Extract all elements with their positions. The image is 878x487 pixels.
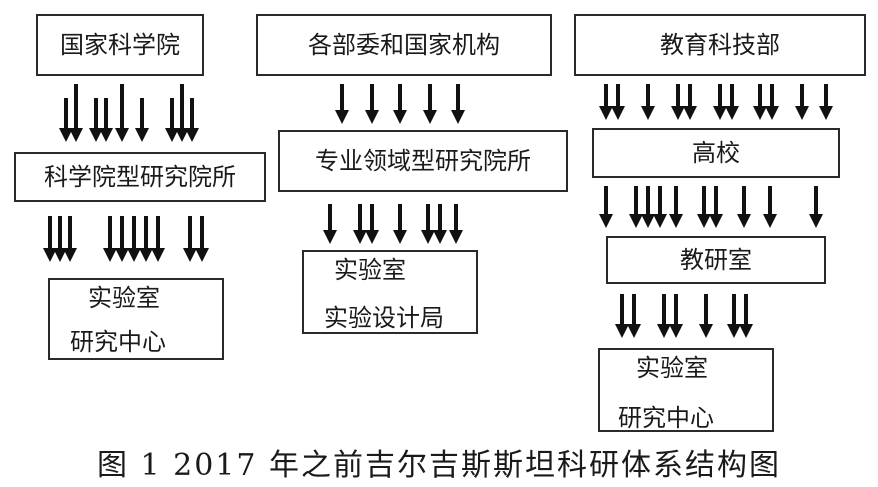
arrow-ministries-to-specialized bbox=[335, 84, 349, 124]
arrow-ministries-to-specialized bbox=[393, 84, 407, 124]
arrow-teaching-to-right-labs bbox=[615, 294, 629, 338]
arrow-specialized-to-center-labs bbox=[393, 204, 407, 244]
arrow-universities-to-teaching bbox=[629, 186, 643, 228]
arrow-academy-to-institutes bbox=[135, 98, 149, 142]
arrow-teaching-to-right-labs bbox=[739, 294, 753, 338]
left-lab-label: 实验室 bbox=[88, 284, 160, 312]
arrow-education-to-universities bbox=[713, 84, 727, 120]
academy-institutes-box: 科学院型研究院所 bbox=[14, 152, 266, 202]
right-research-center-label: 研究中心 bbox=[618, 404, 714, 432]
universities-label: 高校 bbox=[692, 138, 740, 167]
teaching-research-label: 教研室 bbox=[680, 245, 752, 274]
universities-box: 高校 bbox=[592, 128, 840, 178]
specialized-institutes-box: 专业领域型研究院所 bbox=[278, 130, 568, 192]
arrow-specialized-to-center-labs bbox=[433, 204, 447, 244]
arrow-universities-to-teaching bbox=[653, 186, 667, 228]
arrow-ministries-to-specialized bbox=[451, 84, 465, 124]
arrow-institutes-to-left-labs bbox=[183, 216, 197, 262]
arrow-academy-to-institutes bbox=[89, 98, 103, 142]
arrow-institutes-to-left-labs bbox=[151, 216, 165, 262]
arrow-institutes-to-left-labs bbox=[103, 216, 117, 262]
arrow-education-to-universities bbox=[753, 84, 767, 120]
arrow-academy-to-institutes bbox=[69, 84, 83, 142]
center-labs-box: 实验室 实验设计局 bbox=[302, 250, 478, 334]
arrow-universities-to-teaching bbox=[809, 186, 823, 228]
center-lab-label: 实验室 bbox=[334, 256, 406, 284]
arrow-universities-to-teaching bbox=[641, 186, 655, 228]
arrow-education-to-universities bbox=[683, 84, 697, 120]
education-ministry-box: 教育科技部 bbox=[574, 14, 866, 76]
arrow-institutes-to-left-labs bbox=[115, 216, 129, 262]
arrow-education-to-universities bbox=[641, 84, 655, 120]
ministries-box: 各部委和国家机构 bbox=[256, 14, 552, 76]
arrow-academy-to-institutes bbox=[175, 84, 189, 142]
arrow-institutes-to-left-labs bbox=[63, 216, 77, 262]
arrow-universities-to-teaching bbox=[709, 186, 723, 228]
ministries-label: 各部委和国家机构 bbox=[308, 30, 500, 59]
arrow-institutes-to-left-labs bbox=[53, 216, 67, 262]
arrow-teaching-to-right-labs bbox=[727, 294, 741, 338]
academy-institutes-label: 科学院型研究院所 bbox=[44, 162, 236, 191]
national-academy-box: 国家科学院 bbox=[36, 14, 204, 76]
center-design-bureau-label: 实验设计局 bbox=[324, 304, 444, 332]
arrow-specialized-to-center-labs bbox=[449, 204, 463, 244]
arrow-universities-to-teaching bbox=[737, 186, 751, 228]
arrow-specialized-to-center-labs bbox=[323, 204, 337, 244]
arrow-institutes-to-left-labs bbox=[139, 216, 153, 262]
arrow-universities-to-teaching bbox=[669, 186, 683, 228]
teaching-research-box: 教研室 bbox=[606, 236, 826, 284]
national-academy-label: 国家科学院 bbox=[60, 30, 180, 59]
arrow-teaching-to-right-labs bbox=[627, 294, 641, 338]
arrow-education-to-universities bbox=[819, 84, 833, 120]
right-labs-box: 实验室 研究中心 bbox=[598, 348, 774, 432]
arrow-education-to-universities bbox=[599, 84, 613, 120]
arrow-academy-to-institutes bbox=[165, 98, 179, 142]
education-ministry-label: 教育科技部 bbox=[660, 30, 780, 59]
arrow-education-to-universities bbox=[795, 84, 809, 120]
arrow-universities-to-teaching bbox=[599, 186, 613, 228]
arrow-specialized-to-center-labs bbox=[365, 204, 379, 244]
left-research-center-label: 研究中心 bbox=[70, 328, 166, 356]
left-labs-box: 实验室 研究中心 bbox=[48, 278, 224, 360]
right-lab-label: 实验室 bbox=[636, 354, 708, 382]
arrow-education-to-universities bbox=[765, 84, 779, 120]
arrow-education-to-universities bbox=[611, 84, 625, 120]
arrow-academy-to-institutes bbox=[99, 98, 113, 142]
arrow-education-to-universities bbox=[671, 84, 685, 120]
arrow-education-to-universities bbox=[725, 84, 739, 120]
arrow-specialized-to-center-labs bbox=[421, 204, 435, 244]
arrow-universities-to-teaching bbox=[763, 186, 777, 228]
arrow-institutes-to-left-labs bbox=[127, 216, 141, 262]
arrow-ministries-to-specialized bbox=[423, 84, 437, 124]
arrow-teaching-to-right-labs bbox=[669, 294, 683, 338]
figure-caption: 图 1 2017 年之前吉尔吉斯斯坦科研体系结构图 bbox=[96, 448, 782, 483]
arrow-institutes-to-left-labs bbox=[43, 216, 57, 262]
arrow-academy-to-institutes bbox=[185, 98, 199, 142]
arrow-teaching-to-right-labs bbox=[699, 294, 713, 338]
arrow-institutes-to-left-labs bbox=[195, 216, 209, 262]
arrow-academy-to-institutes bbox=[59, 98, 73, 142]
specialized-institutes-label: 专业领域型研究院所 bbox=[315, 146, 531, 175]
arrow-specialized-to-center-labs bbox=[353, 204, 367, 244]
arrow-teaching-to-right-labs bbox=[657, 294, 671, 338]
arrow-ministries-to-specialized bbox=[365, 84, 379, 124]
arrow-academy-to-institutes bbox=[115, 84, 129, 142]
arrow-universities-to-teaching bbox=[697, 186, 711, 228]
